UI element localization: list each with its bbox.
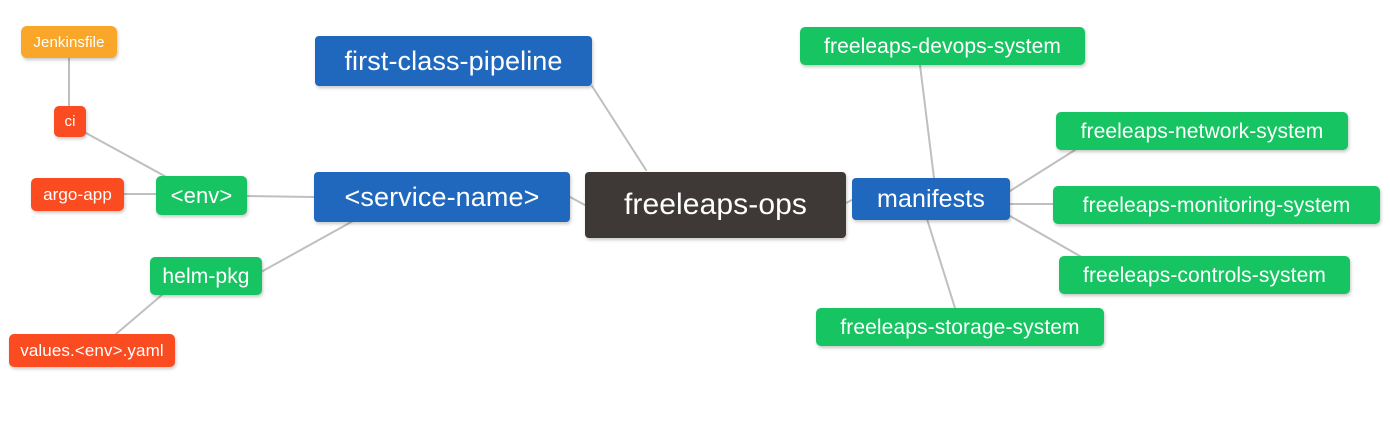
node-env[interactable]: <env> bbox=[156, 176, 247, 215]
edge-service-name-env bbox=[246, 195, 315, 198]
edge-manifests-network-system bbox=[1009, 149, 1076, 192]
node-helm-pkg[interactable]: helm-pkg bbox=[150, 257, 262, 295]
edge-service-name-helm-pkg bbox=[251, 220, 354, 278]
node-argo-app[interactable]: argo-app bbox=[31, 178, 124, 211]
node-freeleaps-ops[interactable]: freeleaps-ops bbox=[585, 172, 846, 238]
node-label: <env> bbox=[170, 182, 233, 208]
node-label: freeleaps-storage-system bbox=[840, 315, 1080, 339]
node-first-class-pipeline[interactable]: first-class-pipeline bbox=[315, 36, 592, 86]
edge-env-ci bbox=[85, 132, 171, 180]
edge-helm-pkg-values-yaml bbox=[115, 293, 164, 335]
edge-root-service-name bbox=[569, 196, 586, 206]
node-freeleaps-monitoring-system[interactable]: freeleaps-monitoring-system bbox=[1053, 186, 1380, 224]
node-label: freeleaps-devops-system bbox=[824, 34, 1061, 58]
node-label: values.<env>.yaml bbox=[20, 341, 164, 360]
node-freeleaps-devops-system[interactable]: freeleaps-devops-system bbox=[800, 27, 1085, 65]
node-label: freeleaps-network-system bbox=[1080, 119, 1324, 143]
node-label: ci bbox=[64, 113, 76, 130]
node-ci[interactable]: ci bbox=[54, 106, 86, 137]
node-label: freeleaps-monitoring-system bbox=[1082, 193, 1351, 217]
node-label: first-class-pipeline bbox=[344, 45, 563, 76]
node-jenkinsfile[interactable]: Jenkinsfile bbox=[21, 26, 117, 58]
node-values-env-yaml[interactable]: values.<env>.yaml bbox=[9, 334, 175, 367]
node-manifests[interactable]: manifests bbox=[852, 178, 1010, 220]
node-label: helm-pkg bbox=[162, 264, 250, 288]
node-label: freeleaps-controls-system bbox=[1083, 263, 1326, 287]
node-freeleaps-controls-system[interactable]: freeleaps-controls-system bbox=[1059, 256, 1350, 294]
node-label: manifests bbox=[877, 184, 985, 213]
node-label: argo-app bbox=[43, 185, 112, 204]
node-freeleaps-storage-system[interactable]: freeleaps-storage-system bbox=[816, 308, 1104, 346]
node-freeleaps-network-system[interactable]: freeleaps-network-system bbox=[1056, 112, 1348, 150]
edge-manifests-devops-system bbox=[919, 64, 935, 179]
node-label: <service-name> bbox=[344, 181, 540, 212]
node-label: freeleaps-ops bbox=[623, 188, 808, 221]
node-service-name[interactable]: <service-name> bbox=[314, 172, 570, 222]
edge-root-first-class-pipeline bbox=[591, 85, 647, 171]
edge-manifests-storage-system bbox=[926, 218, 956, 309]
node-label: Jenkinsfile bbox=[33, 33, 105, 51]
